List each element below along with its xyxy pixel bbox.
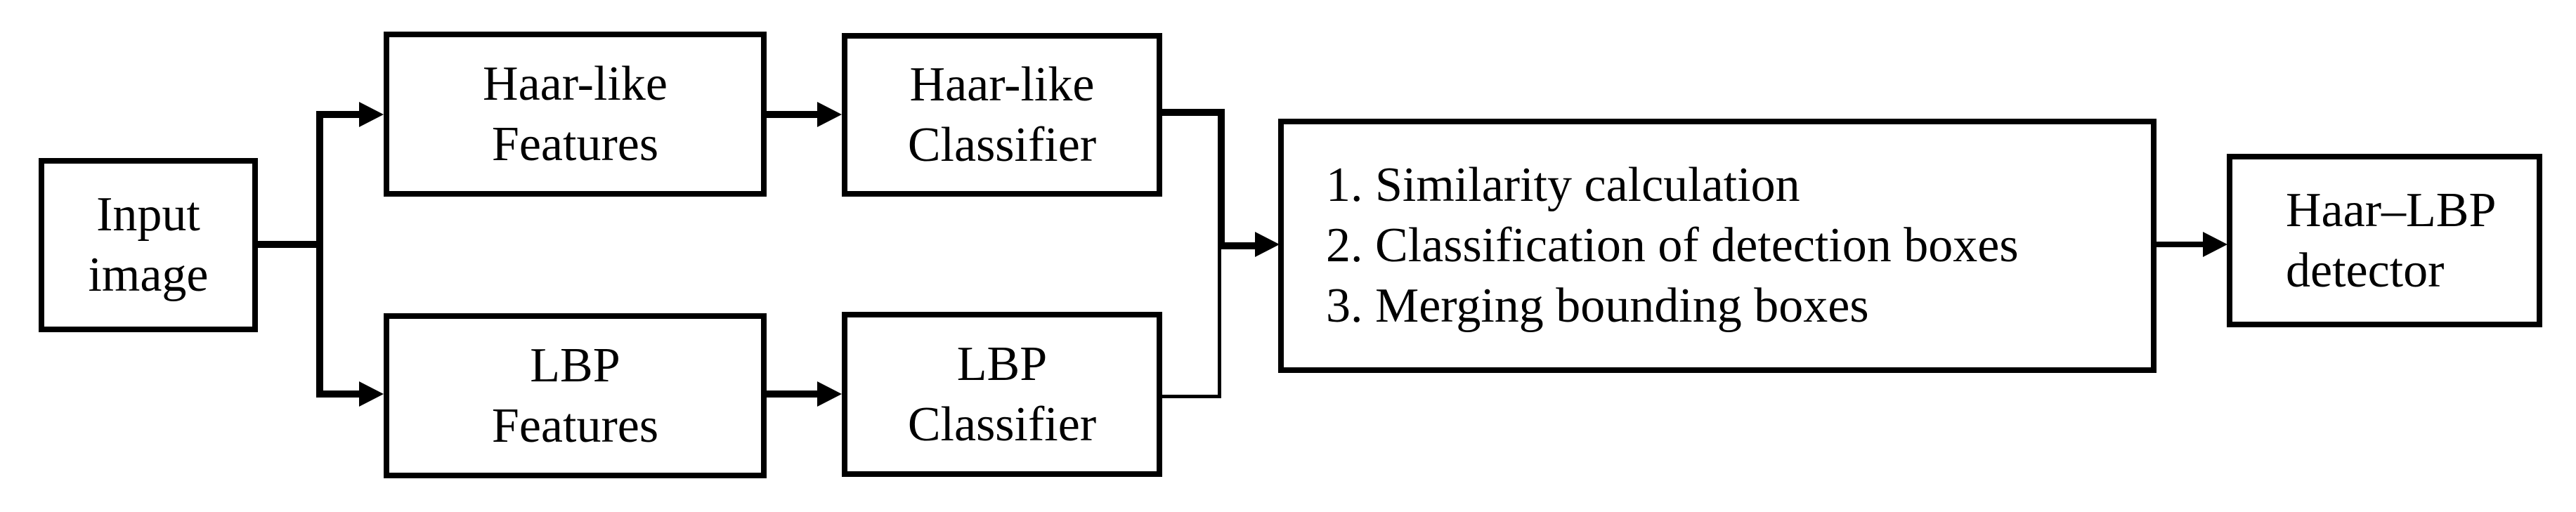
node-label-line: Input [96,188,200,242]
haar-features-node: Haar-like Features [384,32,767,197]
node-label-line: 3. Merging bounding boxes [1326,279,1869,333]
split-branch-line [316,111,323,398]
connector-haar-classifier-out-vertical [1218,109,1225,249]
connector-haar-classifier-out-horizontal [1162,109,1225,116]
node-label-line: Classifier [907,397,1097,452]
node-label-line: Haar-like [909,57,1095,112]
arrowhead-icon [1255,232,1280,257]
node-label-line: 1. Similarity calculation [1326,158,1800,212]
node-label-line: Features [491,398,659,453]
haar-lbp-detector-node: Haar–LBP detector [2227,154,2542,327]
arrow-shaft-lbp-features-to-classifier [767,390,818,398]
arrow-shaft-haar-features-to-classifier [767,111,818,118]
connector-lbp-classifier-out-horizontal [1162,395,1221,398]
arrowhead-icon [2203,232,2227,257]
arrowhead-icon [817,102,842,127]
haar-classifier-node: Haar-like Classifier [842,33,1162,197]
node-label-line: Haar-like [483,56,668,111]
node-label-line: image [88,248,209,302]
node-label-line: detector [2286,243,2445,298]
node-label-line: Haar–LBP [2286,183,2497,237]
lbp-features-node: LBP Features [384,313,767,478]
node-label-line: Classifier [907,117,1097,172]
node-label-line: 2. Classification of detection boxes [1326,218,2019,273]
input-image-node: Input image [39,158,258,332]
node-label-line: LBP [956,336,1048,391]
lbp-classifier-node: LBP Classifier [842,312,1162,477]
arrow-shaft-to-postprocessing [1218,242,1256,249]
connector-input-to-split [258,241,323,248]
arrow-shaft-to-detector [2157,242,2204,247]
node-label-line: Features [491,117,659,171]
connector-lbp-classifier-out-vertical [1218,246,1221,398]
arrowhead-icon [359,381,384,407]
arrow-shaft-to-haar-features [316,111,360,118]
arrow-shaft-to-lbp-features [316,390,360,398]
postprocessing-steps-node: 1. Similarity calculation 2. Classificat… [1278,119,2157,373]
arrowhead-icon [817,381,842,407]
node-label-line: LBP [530,338,620,393]
arrowhead-icon [359,102,384,127]
